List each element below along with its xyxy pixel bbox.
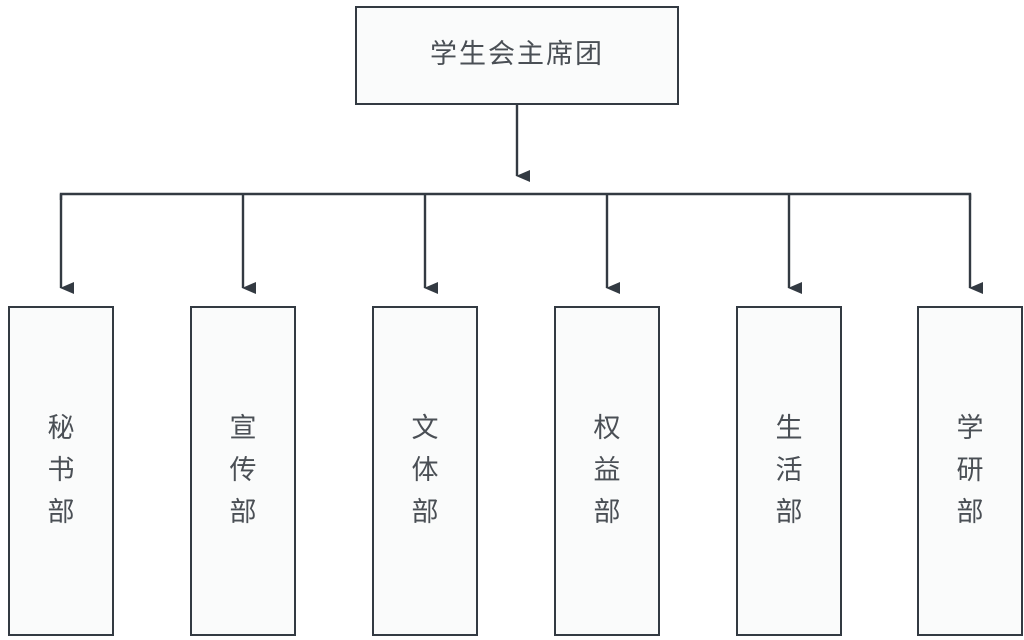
node-academic-label: 学研部 <box>956 413 984 528</box>
node-culture-sport[interactable]: 文体部 <box>372 306 478 636</box>
node-secretariat[interactable]: 秘书部 <box>8 306 114 636</box>
node-student-life-label: 生活部 <box>775 413 803 528</box>
node-culture-sport-label: 文体部 <box>411 413 439 528</box>
node-academic[interactable]: 学研部 <box>917 306 1023 636</box>
node-secretariat-label: 秘书部 <box>47 413 75 528</box>
node-rights[interactable]: 权益部 <box>554 306 660 636</box>
node-student-life[interactable]: 生活部 <box>736 306 842 636</box>
node-presidium[interactable]: 学生会主席团 <box>355 6 679 105</box>
node-publicity[interactable]: 宣传部 <box>190 306 296 636</box>
node-rights-label: 权益部 <box>593 413 621 528</box>
node-presidium-label: 学生会主席团 <box>430 39 604 71</box>
node-publicity-label: 宣传部 <box>229 413 257 528</box>
